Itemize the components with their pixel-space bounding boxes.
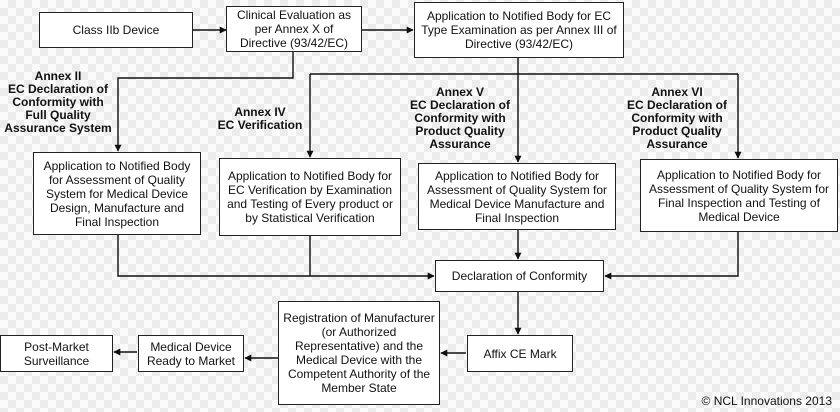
full-qa-application-box: Application to Notified Body for Assessm… xyxy=(33,152,201,235)
annex-v-label: Annex V EC Declaration of Conformity wit… xyxy=(409,85,511,151)
class-iib-device-box: Class IIb Device xyxy=(39,12,193,48)
arrow-clinical-to-full-qa xyxy=(114,52,294,152)
declaration-of-conformity-box: Declaration of Conformity xyxy=(435,260,604,292)
product-qa-annex-v-application-box: Application to Notified Body for Assessm… xyxy=(418,163,616,230)
annex-ii-label: Annex II EC Declaration of Conformity wi… xyxy=(4,69,112,135)
registration-box: Registration of Manufacturer (or Authori… xyxy=(278,301,440,405)
arrow-product-qa-vi-to-declaration xyxy=(604,232,739,280)
post-market-surveillance-box: Post-Market Surveillance xyxy=(0,335,113,372)
affix-ce-mark-box: Affix CE Mark xyxy=(467,335,573,372)
annex-vi-label: Annex VI EC Declaration of Conformity wi… xyxy=(626,85,728,151)
arrow-full-qa-to-declaration xyxy=(117,235,435,280)
ready-to-market-box: Medical Device Ready to Market xyxy=(138,335,244,372)
type-examination-box: Application to Notified Body for EC Type… xyxy=(414,2,624,58)
annex-iv-label: Annex IV EC Verification xyxy=(217,105,303,132)
ec-verification-application-box: Application to Notified Body for EC Veri… xyxy=(219,158,401,236)
copyright-text: © NCL Innovations 2013 xyxy=(701,394,832,408)
product-qa-annex-vi-application-box: Application to Notified Body for Assessm… xyxy=(640,159,838,232)
clinical-evaluation-box: Clinical Evaluation as per Annex X of Di… xyxy=(226,6,362,52)
